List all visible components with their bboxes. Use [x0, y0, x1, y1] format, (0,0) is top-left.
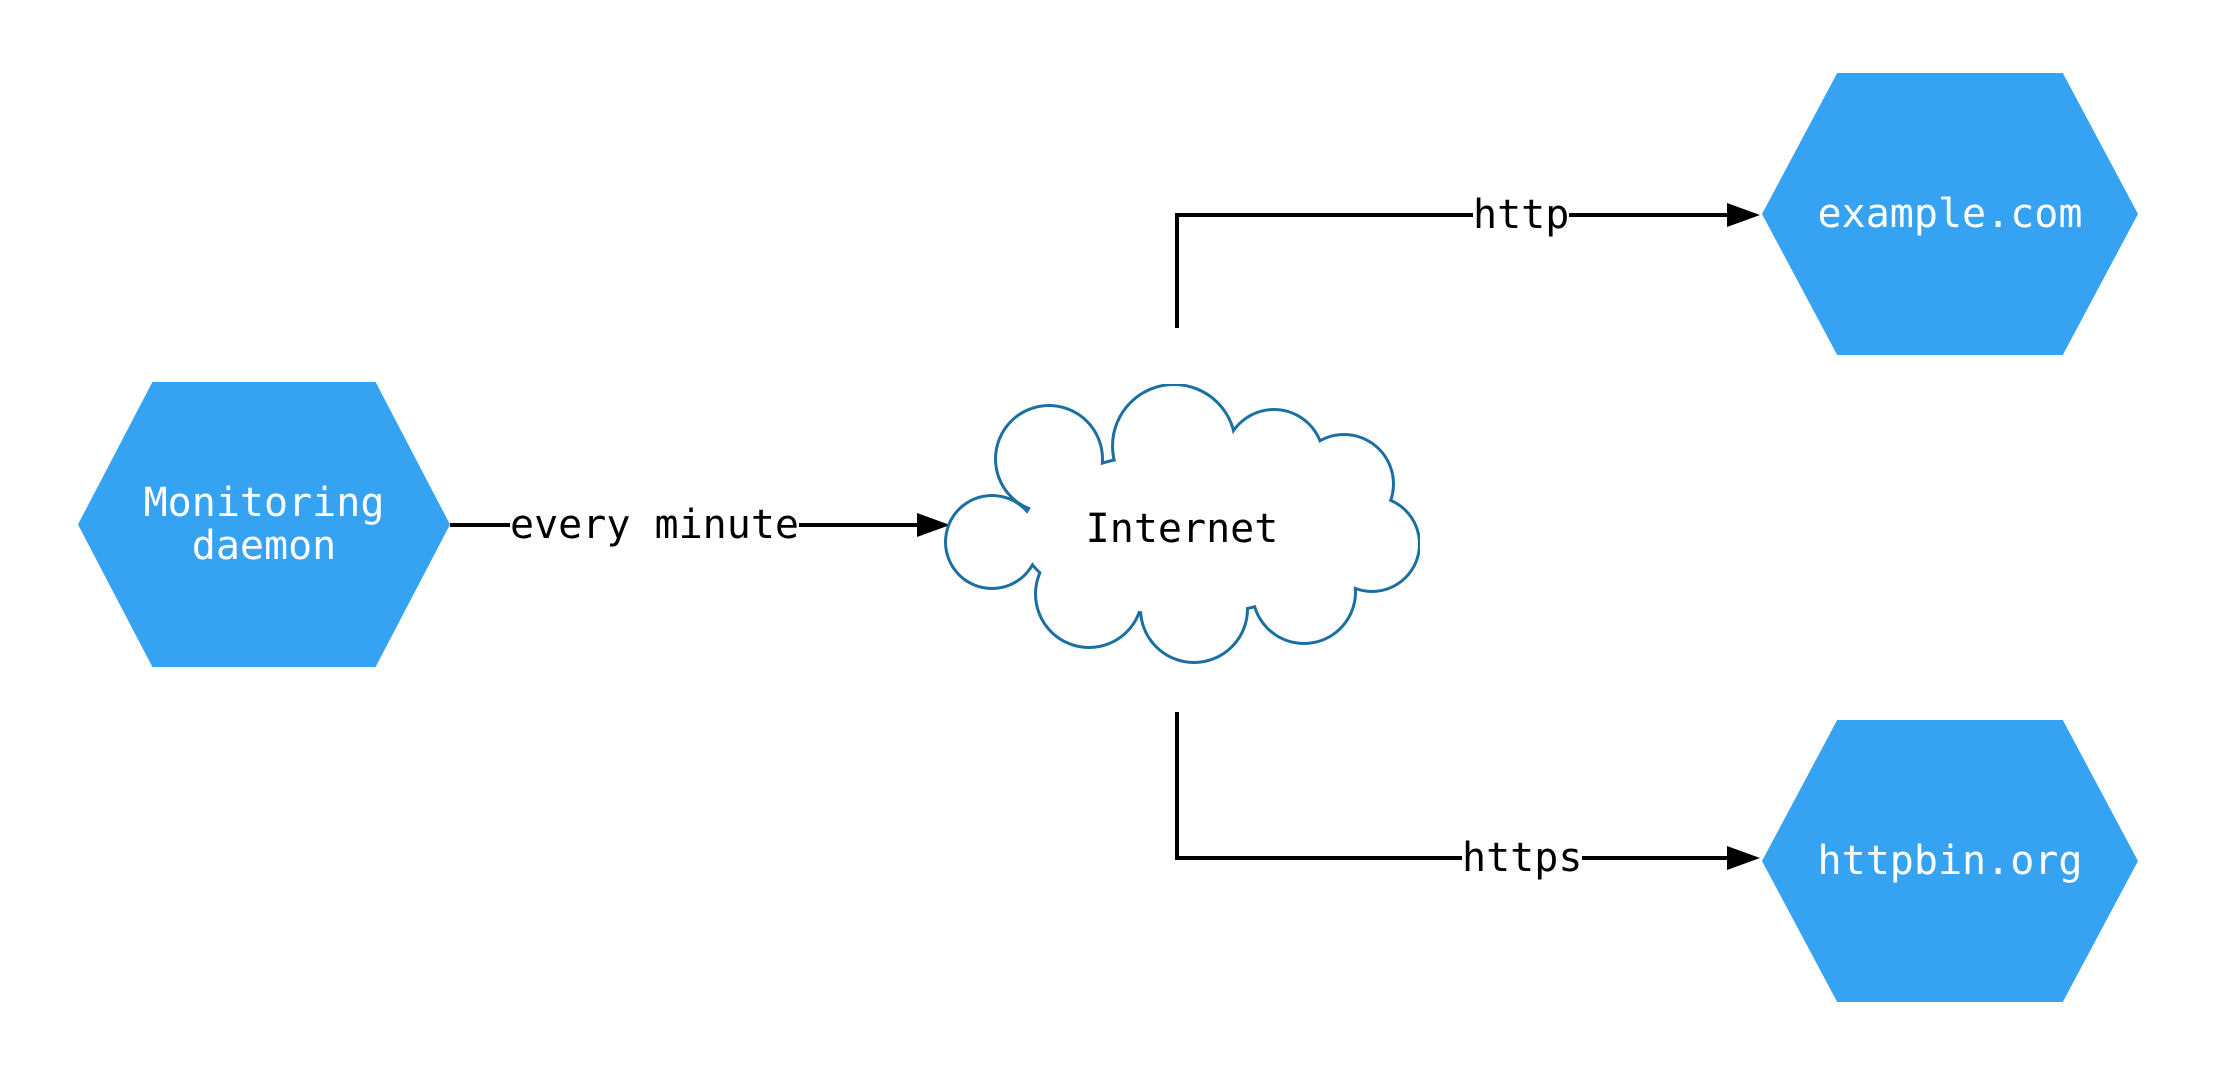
edge-https-vertical-segment — [1175, 712, 1179, 860]
edge-https: https — [1177, 834, 1760, 882]
edge-every-minute: every minute — [450, 501, 950, 549]
node-example-com: example.com — [1762, 73, 2138, 355]
edge-https-label: https — [1462, 835, 1583, 881]
edge-http-line-start — [1177, 213, 1473, 217]
edge-http-vertical-segment — [1175, 213, 1179, 328]
edge-every-minute-line-start — [450, 523, 510, 527]
internet-label: Internet — [1085, 506, 1279, 552]
edge-https-line-start — [1177, 856, 1462, 860]
edge-https-line-end — [1582, 856, 1727, 860]
monitoring-daemon-label: Monitoring daemon — [143, 479, 385, 569]
example-com-label: example.com — [1817, 190, 2083, 237]
node-internet: Internet — [944, 384, 1420, 664]
edge-http-label: http — [1473, 192, 1570, 238]
edge-http: http — [1177, 191, 1760, 239]
httpbin-org-label: httpbin.org — [1817, 837, 2083, 884]
arrowhead-icon — [1727, 846, 1760, 870]
edge-every-minute-label: every minute — [510, 502, 799, 548]
monitoring-daemon-label-line1: Monitoring — [143, 479, 385, 526]
node-monitoring-daemon: Monitoring daemon — [78, 382, 450, 667]
arrowhead-icon — [1727, 203, 1760, 227]
monitoring-daemon-label-line2: daemon — [191, 522, 337, 569]
arrowhead-icon — [917, 513, 950, 537]
node-httpbin-org: httpbin.org — [1762, 720, 2138, 1002]
edge-every-minute-line-end — [798, 523, 917, 527]
edge-http-line-end — [1569, 213, 1727, 217]
